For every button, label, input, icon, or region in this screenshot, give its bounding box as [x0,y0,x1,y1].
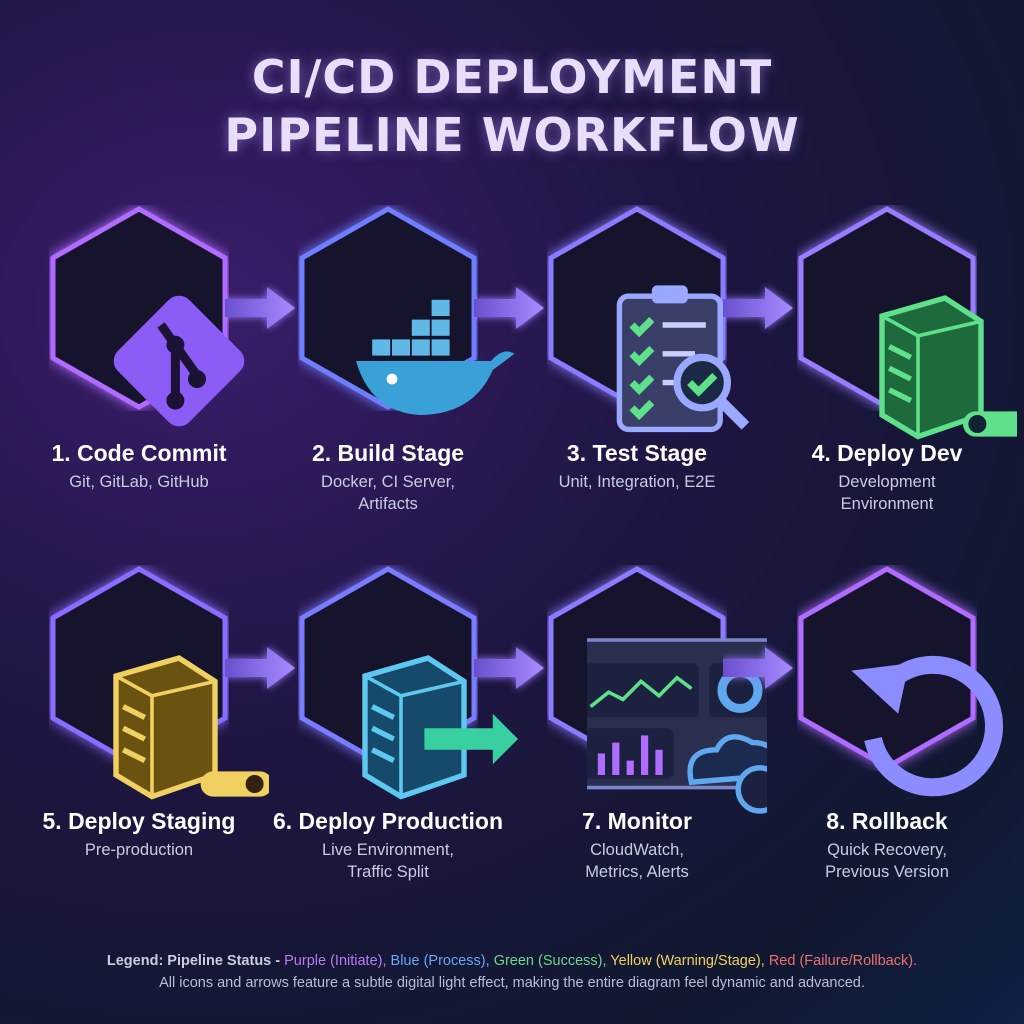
legend-green: Green (Success), [493,953,607,969]
stage-label: 3. Test Stage [566,440,708,466]
stage-subtitle-line-1: Docker, CI Server, [321,473,455,491]
page-title: CI/CD DEPLOYMENT PIPELINE WORKFLOW [0,48,1024,164]
stage-subtitle-line-1: Development [838,473,936,491]
yellow-server-icon [113,655,269,800]
stage-subtitle: Quick Recovery, Previous Version [767,839,1007,883]
stage-subtitle-line-1: Git, GitLab, GitHub [69,473,209,491]
dashboard-icon [587,638,767,814]
stage-subtitle: Unit, Integration, E2E [517,471,757,493]
stage-5-node [49,565,269,800]
docker-whale-icon [356,299,515,415]
stage-label: 7. Monitor [582,808,692,834]
legend-purple: Purple (Initiate), [284,953,387,969]
stage-subtitle-line-1: CloudWatch, [590,841,684,859]
stage-6-node [298,565,518,800]
title-line-2: PIPELINE WORKFLOW [224,108,800,162]
legend-yellow: Yellow (Warning/Stage), [610,953,765,969]
stage-subtitle-line-1: Pre-production [84,841,194,859]
arrow-icon [225,287,295,329]
clipboard-check-icon [616,285,750,433]
stage-label: 1. Code Commit [51,440,227,466]
stage-4-node [797,205,1017,440]
stage-subtitle-line-2: Previous Version [825,863,949,881]
git-icon [113,295,245,427]
arrow-icon [723,647,793,689]
stage-3-node [547,205,750,433]
stage-7-node [547,565,767,814]
arrow-icon [474,647,544,689]
stage-subtitle: CloudWatch, Metrics, Alerts [517,839,757,883]
legend-blue: Blue (Process), [390,953,490,969]
rollback-icon [851,655,1004,797]
stage-subtitle: Live Environment, Traffic Split [268,839,508,883]
stage-label: 8. Rollback [826,808,948,834]
stage-label: 6. Deploy Production [272,808,504,834]
arrow-icon [723,287,793,329]
title-line-1: CI/CD DEPLOYMENT [251,50,773,104]
legend: Legend: Pipeline Status - Purple (Initia… [0,953,1024,969]
stage-subtitle: Docker, CI Server, Artifacts [268,471,508,515]
stage-subtitle-line-1: Quick Recovery, [827,841,947,859]
stage-subtitle-line-2: Metrics, Alerts [585,863,689,881]
stage-subtitle: Git, GitLab, GitHub [19,471,259,493]
legend-prefix: Legend: Pipeline Status - [106,953,281,969]
arrow-icon [225,647,295,689]
stage-subtitle-line-2: Traffic Split [347,863,429,881]
stage-label: 4. Deploy Dev [811,440,963,466]
legend-red: Red (Failure/Rollback). [768,953,918,969]
stage-subtitle-line-2: Environment [840,495,934,513]
stage-subtitle: Pre-production [19,839,259,861]
stage-subtitle-line-1: Live Environment, [321,841,455,859]
blue-server-icon [362,655,518,800]
stage-label: 2. Build Stage [311,440,465,466]
stage-label: 5. Deploy Staging [42,808,236,834]
legend-note: All icons and arrows feature a subtle di… [159,975,865,991]
stage-subtitle-line-1: Unit, Integration, E2E [558,473,716,491]
stage-1-node [49,205,245,427]
stage-2-node [298,205,515,415]
arrow-icon [474,287,544,329]
stage-subtitle-line-2: Artifacts [358,495,418,513]
green-server-icon [879,295,1017,440]
stage-8-node [797,565,1004,797]
